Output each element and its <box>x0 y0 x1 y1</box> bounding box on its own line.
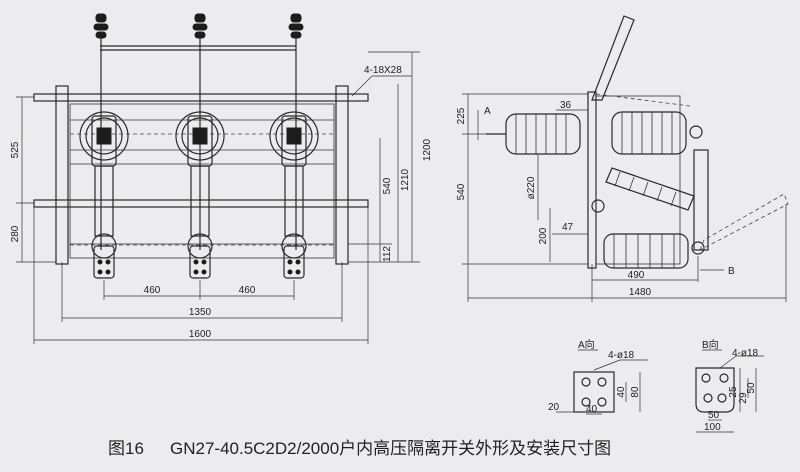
operating-handle <box>591 15 635 101</box>
insulator-upper-right <box>611 111 703 155</box>
frame-post-right <box>335 85 349 265</box>
label-a: A <box>484 106 491 117</box>
dim-280: 280 <box>10 225 21 242</box>
front-view: 525 280 1200 1210 540 112 4-18X28 460 <box>10 13 433 344</box>
dim-1200: 1200 <box>422 138 433 161</box>
view-a-dim-40h: 40 <box>586 404 598 415</box>
label-b: B <box>728 266 735 277</box>
view-a-dim-20: 20 <box>548 402 560 413</box>
dim-220: ø220 <box>526 176 537 199</box>
figure-caption: GN27-40.5C2D2/2000户内高压隔离开关外形及安装尺寸图 <box>170 439 611 458</box>
blade-open-position <box>699 193 789 251</box>
view-b-dim-50v: 50 <box>746 382 757 394</box>
front-top-bar <box>33 93 369 102</box>
dim-490: 490 <box>628 270 645 281</box>
insulator-upper-left <box>486 113 581 155</box>
dim-200: 200 <box>538 227 549 244</box>
dim-side-540: 540 <box>456 183 467 200</box>
front-left-dims: 525 280 <box>10 96 56 263</box>
dim-460-right: 460 <box>239 285 256 296</box>
view-b-dim-50h: 50 <box>708 410 720 421</box>
view-b-dim-29: 29 <box>738 392 749 404</box>
blade-contact <box>693 149 709 251</box>
view-a-dim-80: 80 <box>630 386 641 398</box>
view-b-holes: 4-ø18 <box>732 348 759 359</box>
dim-1210: 1210 <box>400 168 411 191</box>
side-base-plate <box>587 91 597 269</box>
view-b: B向 4-ø18 25 29 50 50 100 <box>695 338 764 433</box>
front-bottom-dims: 460 460 1350 1600 <box>33 207 369 344</box>
dim-460-left: 460 <box>144 285 161 296</box>
dim-112: 112 <box>382 246 393 262</box>
dim-225: 225 <box>456 107 467 124</box>
figure-number: 图16 <box>108 439 144 458</box>
pole-2 <box>175 13 225 279</box>
view-a-title: A向 <box>578 338 595 351</box>
side-view: A B 225 540 36 ø220 47 200 490 1480 <box>456 15 789 302</box>
dim-1350: 1350 <box>189 307 212 318</box>
view-b-dim-100: 100 <box>704 422 721 433</box>
pole-3 <box>269 13 319 279</box>
view-b-dim-25: 25 <box>728 386 739 398</box>
dim-47: 47 <box>562 222 574 233</box>
front-right-dims: 1200 1210 540 112 4-18X28 <box>348 51 433 263</box>
view-a-plate <box>573 371 615 413</box>
holes-label: 4-18X28 <box>364 65 402 76</box>
view-b-plate <box>695 367 735 413</box>
pole-1 <box>79 13 129 279</box>
dim-36: 36 <box>560 100 572 111</box>
frame-post-left <box>55 85 69 265</box>
view-a-holes: 4-ø18 <box>608 350 635 361</box>
view-a-dim-40v: 40 <box>616 386 627 398</box>
front-middle-bar <box>33 199 369 208</box>
view-b-title: B向 <box>702 338 719 351</box>
dim-525: 525 <box>10 141 21 158</box>
dim-540: 540 <box>382 177 393 194</box>
insulator-diagonal <box>591 167 695 213</box>
insulator-lower <box>603 233 705 269</box>
dim-1480: 1480 <box>629 287 652 298</box>
dim-1600: 1600 <box>189 329 212 340</box>
view-a: A向 4-ø18 40 80 20 40 <box>548 338 648 415</box>
